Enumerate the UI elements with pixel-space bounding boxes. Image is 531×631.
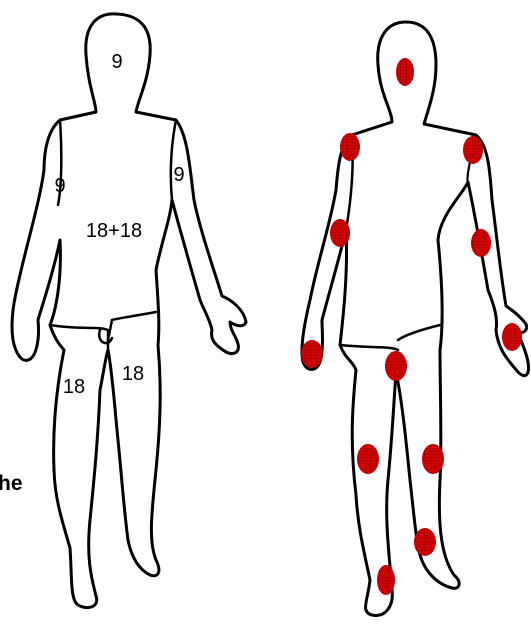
right-leg-percentage: 18 bbox=[63, 376, 85, 398]
left-body-figure bbox=[12, 14, 246, 608]
right-arm-percentage: 9 bbox=[54, 175, 65, 197]
left-leg-percentage: 18 bbox=[122, 363, 144, 385]
trunk-percentage: 18+18 bbox=[86, 220, 142, 242]
head-percentage: 9 bbox=[111, 51, 122, 73]
right-body-figure bbox=[302, 22, 529, 615]
marker-head bbox=[396, 58, 414, 86]
side-caption: he bbox=[0, 472, 23, 495]
left-arm-percentage: 9 bbox=[173, 164, 184, 186]
